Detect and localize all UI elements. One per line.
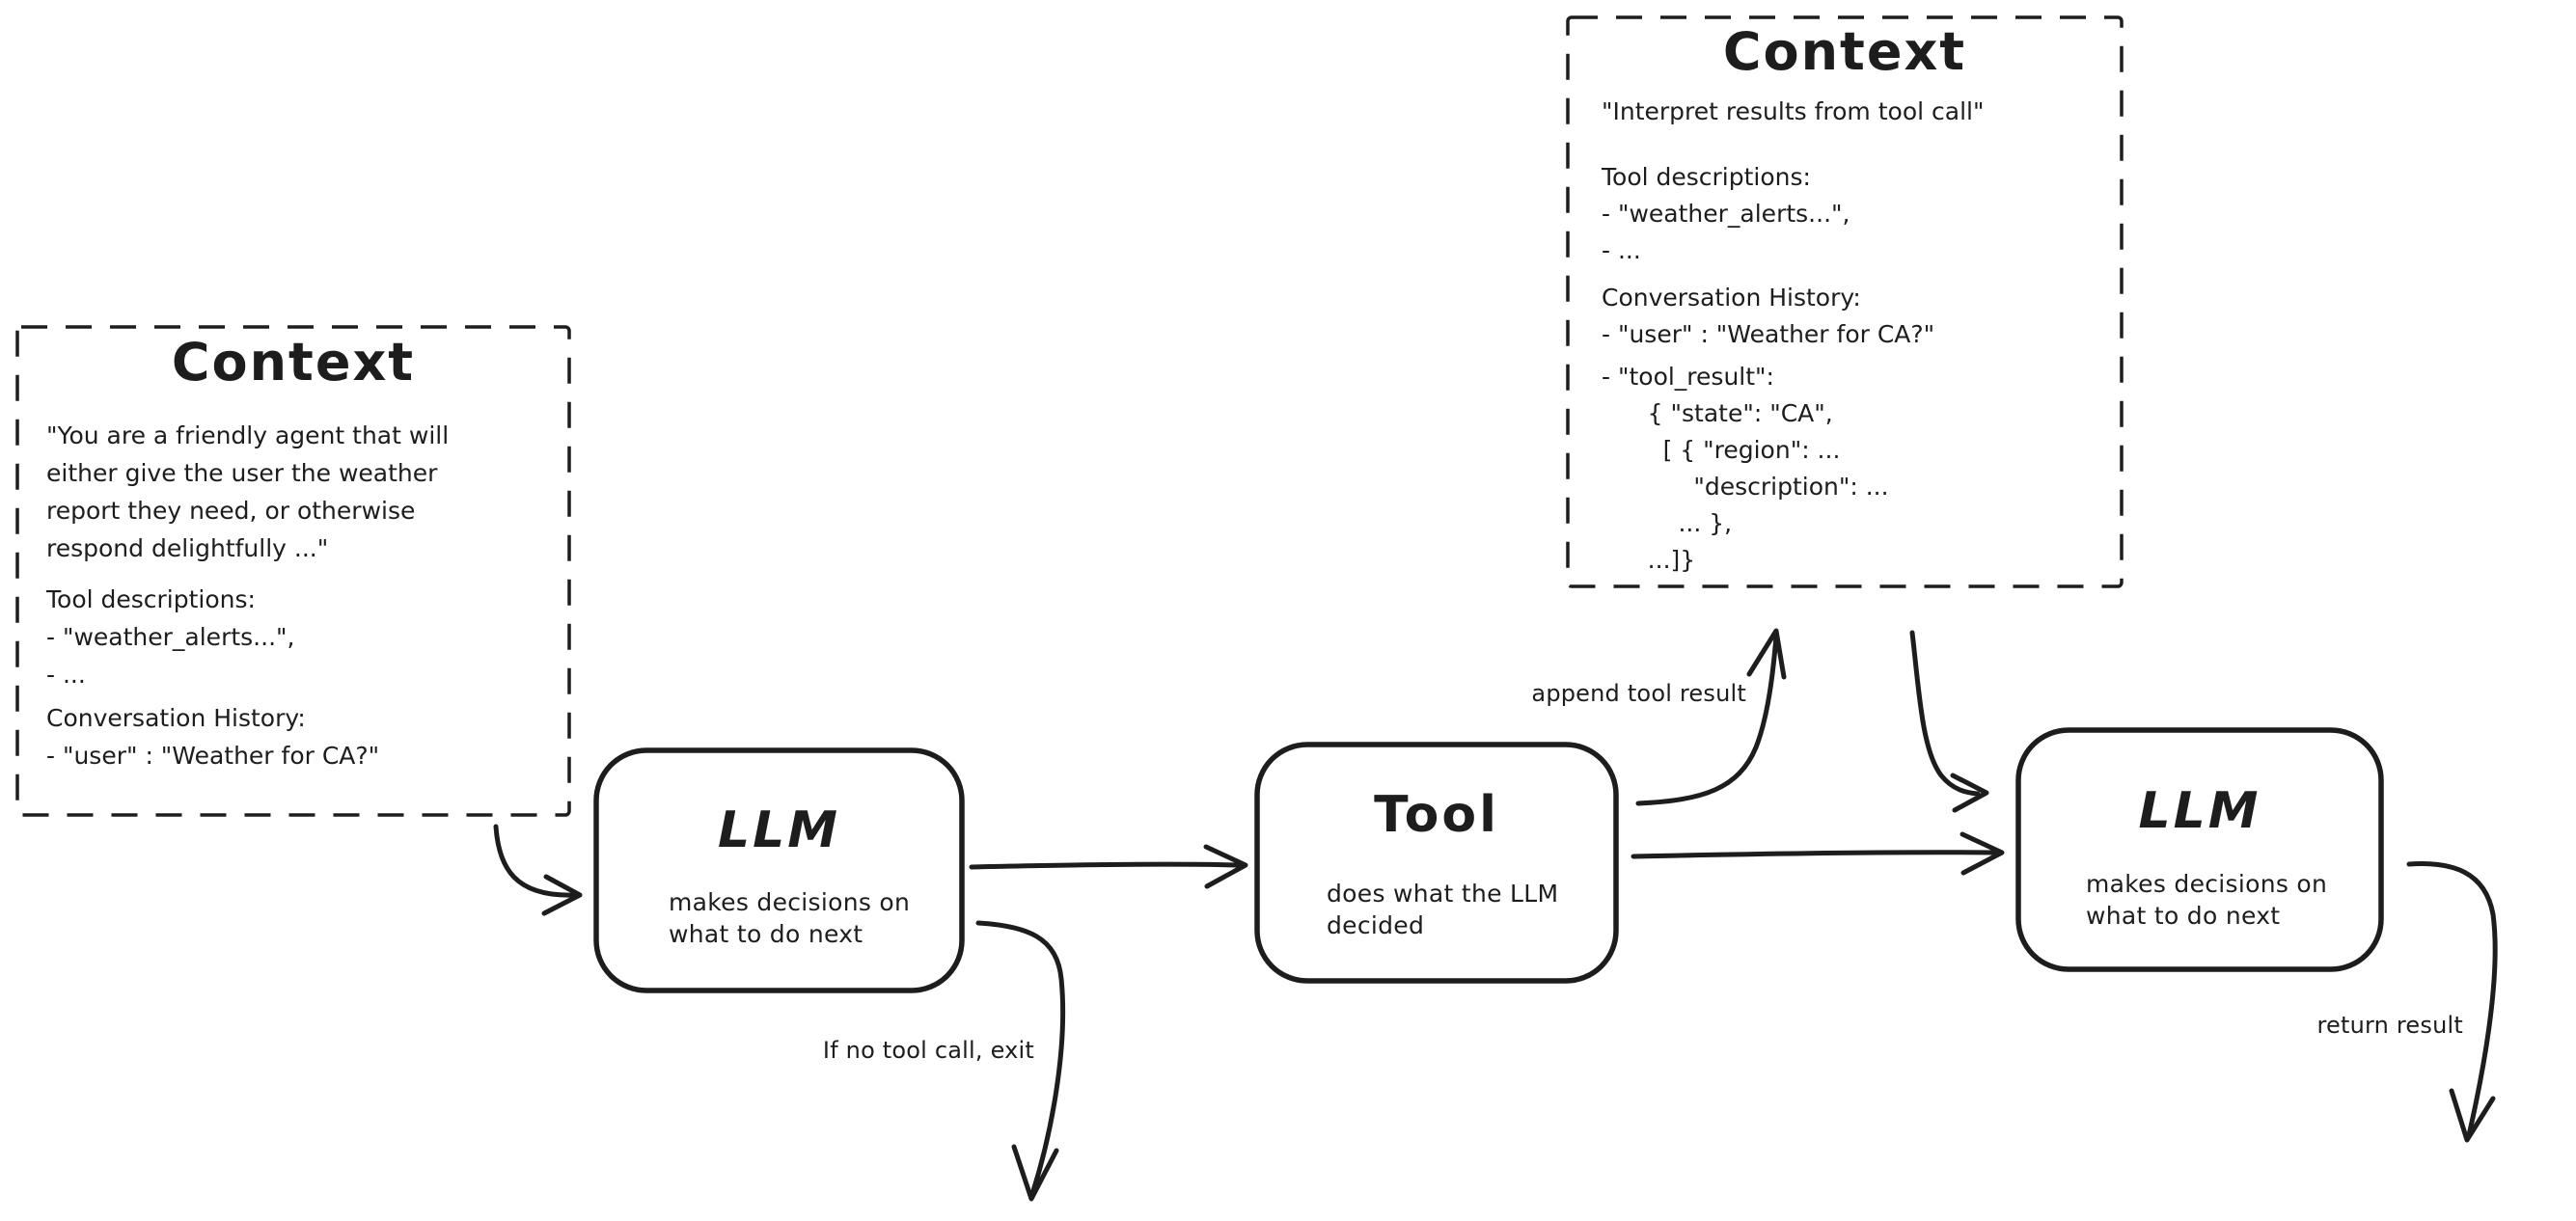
context-line: Tool descriptions:	[46, 585, 256, 613]
append-tool-result-label: append tool result	[1531, 680, 1746, 707]
arrow-tool-to-context	[1635, 628, 1787, 806]
context-line: - "tool_result":	[1602, 363, 1774, 391]
llm-2-box-border	[2015, 727, 2384, 972]
context-line: Conversation History:	[1602, 284, 1861, 312]
left-context-title: Context	[171, 332, 416, 393]
tool-title: Tool	[1374, 786, 1499, 844]
context-line: Conversation History:	[46, 704, 306, 732]
context-line: ... },	[1602, 509, 1733, 537]
context-line: [ { "region": ...	[1602, 436, 1841, 464]
llm-1-description: makes decisions on what to do next	[669, 888, 911, 948]
arrow-context-to-llm2	[1909, 630, 1989, 813]
tool-box-border	[1254, 742, 1619, 984]
arrow-llm1-to-tool	[969, 844, 1248, 889]
context-line: - ...	[1602, 236, 1641, 264]
arrow-llm1-exit	[975, 920, 1066, 1202]
right-context-title: Context	[1722, 21, 1967, 82]
if-no-tool-call-exit-label: If no tool call, exit	[822, 1037, 1034, 1064]
context-line: - "user" : "Weather for CA?"	[46, 742, 380, 770]
context-line: - "weather_alerts...",	[46, 623, 295, 651]
context-line: { "state": "CA",	[1602, 399, 1833, 427]
right-context-box-border	[1566, 15, 2124, 588]
context-line: "You are a friendly agent that will	[46, 421, 450, 449]
llm-2-title: LLM	[2138, 782, 2261, 840]
arrow-tool-to-llm2	[1631, 831, 2005, 876]
llm-1-title: LLM	[717, 801, 840, 859]
context-line: - ...	[46, 661, 86, 689]
context-line: ...]}	[1602, 546, 1696, 574]
context-line: respond delightfully ..."	[46, 534, 329, 562]
left-context-body: "You are a friendly agent that will eith…	[46, 417, 449, 774]
context-line: "description": ...	[1602, 473, 1889, 501]
return-result-label: return result	[2316, 1012, 2463, 1039]
context-line: Tool descriptions:	[1602, 163, 1811, 191]
context-line: - "user" : "Weather for CA?"	[1602, 320, 1935, 348]
llm-1-box-border	[593, 747, 965, 993]
tool-description: does what the LLM decided	[1327, 880, 1559, 939]
context-line: - "weather_alerts...",	[1602, 200, 1850, 228]
arrow-llm2-return	[2406, 861, 2498, 1143]
left-context-box-border	[15, 325, 571, 817]
right-context-body: "Interpret results from tool call" Tool …	[1602, 94, 1984, 579]
arrow-context-to-llm1	[493, 824, 583, 916]
context-line: either give the user the weather	[46, 459, 438, 487]
context-line: "Interpret results from tool call"	[1602, 97, 1985, 125]
context-line: report they need, or otherwise	[46, 497, 416, 525]
llm-2-description: makes decisions on what to do next	[2086, 870, 2328, 930]
